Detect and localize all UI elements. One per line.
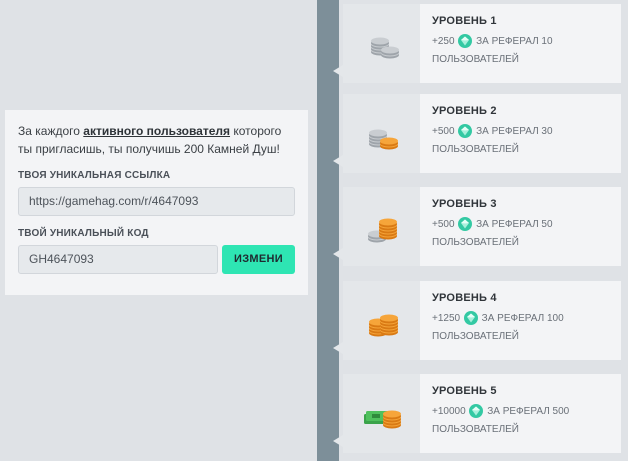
- level-reward: +500 ЗА РЕФЕРАЛ 50 ПОЛЬЗОВАТЕЛЕЙ: [432, 215, 621, 250]
- level-card: УРОВЕНЬ 2 +500 ЗА РЕФЕРАЛ 30 ПОЛЬЗОВАТЕЛ…: [333, 94, 621, 173]
- level-pointer: [333, 65, 343, 77]
- reward-referrals: ЗА РЕФЕРАЛ 30: [476, 126, 553, 137]
- level-title: УРОВЕНЬ 4: [432, 292, 497, 304]
- level-card: УРОВЕНЬ 4 +1250 ЗА РЕФЕРАЛ 100 ПОЛЬЗОВАТ…: [333, 281, 621, 360]
- intro-text: За каждого: [18, 124, 84, 138]
- reward-users: ПОЛЬЗОВАТЕЛЕЙ: [432, 424, 519, 435]
- referral-card: За каждого активного пользователя которо…: [5, 110, 308, 295]
- level-info: УРОВЕНЬ 1 +250 ЗА РЕФЕРАЛ 10 ПОЛЬЗОВАТЕЛ…: [420, 4, 621, 83]
- reward-referrals: ЗА РЕФЕРАЛ 500: [487, 406, 570, 417]
- reward-amount: +500: [432, 126, 455, 137]
- level-card: УРОВЕНЬ 5 +10000 ЗА РЕФЕРАЛ 500 ПОЛЬЗОВА…: [333, 374, 621, 453]
- cash-coins-icon: [343, 374, 420, 453]
- level-info: УРОВЕНЬ 4 +1250 ЗА РЕФЕРАЛ 100 ПОЛЬЗОВАТ…: [420, 281, 621, 360]
- level-reward: +500 ЗА РЕФЕРАЛ 30 ПОЛЬЗОВАТЕЛЕЙ: [432, 122, 621, 157]
- level-title: УРОВЕНЬ 3: [432, 198, 497, 210]
- gold-silver-coins-icon: [343, 187, 420, 266]
- level-pointer: [333, 248, 343, 260]
- reward-amount: +10000: [432, 406, 466, 417]
- change-code-button[interactable]: ИЗМЕНИ: [222, 245, 295, 274]
- reward-referrals: ЗА РЕФЕРАЛ 100: [481, 313, 564, 324]
- referral-intro: За каждого активного пользователя которо…: [18, 122, 295, 158]
- reward-users: ПОЛЬЗОВАТЕЛЕЙ: [432, 144, 519, 155]
- level-title: УРОВЕНЬ 5: [432, 385, 497, 397]
- level-title: УРОВЕНЬ 2: [432, 105, 497, 117]
- level-info: УРОВЕНЬ 2 +500 ЗА РЕФЕРАЛ 30 ПОЛЬЗОВАТЕЛ…: [420, 94, 621, 173]
- level-reward: +250 ЗА РЕФЕРАЛ 10 ПОЛЬЗОВАТЕЛЕЙ: [432, 32, 621, 67]
- soul-stone-icon: [463, 311, 479, 326]
- level-card: УРОВЕНЬ 3 +500 ЗА РЕФЕРАЛ 50 ПОЛЬЗОВАТЕЛ…: [333, 187, 621, 266]
- level-pointer: [333, 155, 343, 167]
- level-reward: +1250 ЗА РЕФЕРАЛ 100 ПОЛЬЗОВАТЕЛЕЙ: [432, 309, 621, 344]
- reward-amount: +500: [432, 219, 455, 230]
- level-pointer: [333, 342, 343, 354]
- reward-amount: +250: [432, 36, 455, 47]
- level-pointer: [333, 435, 343, 447]
- intro-text-end: которого ты пригласишь, ты получишь 200 …: [18, 124, 282, 156]
- reward-users: ПОЛЬЗОВАТЕЛЕЙ: [432, 54, 519, 65]
- level-card: УРОВЕНЬ 1 +250 ЗА РЕФЕРАЛ 10 ПОЛЬЗОВАТЕЛ…: [333, 4, 621, 83]
- soul-stone-icon: [457, 34, 473, 49]
- active-user-link[interactable]: активного пользователя: [83, 124, 231, 138]
- code-row: GH4647093 ИЗМЕНИ: [18, 245, 295, 274]
- reward-users: ПОЛЬЗОВАТЕЛЕЙ: [432, 331, 519, 342]
- link-label: ТВОЯ УНИКАЛЬНАЯ ССЫЛКА: [18, 170, 171, 181]
- gold-coins-icon: [343, 281, 420, 360]
- referral-link-field[interactable]: https://gamehag.com/r/4647093: [18, 187, 295, 216]
- reward-amount: +1250: [432, 313, 461, 324]
- level-info: УРОВЕНЬ 5 +10000 ЗА РЕФЕРАЛ 500 ПОЛЬЗОВА…: [420, 374, 621, 453]
- code-label: ТВОЙ УНИКАЛЬНЫЙ КОД: [18, 228, 149, 239]
- silver-coins-icon: [343, 4, 420, 83]
- soul-stone-icon: [457, 124, 473, 139]
- silver-gold-coins-icon: [343, 94, 420, 173]
- referral-code-field[interactable]: GH4647093: [18, 245, 218, 274]
- level-title: УРОВЕНЬ 1: [432, 15, 497, 27]
- level-reward: +10000 ЗА РЕФЕРАЛ 500 ПОЛЬЗОВАТЕЛЕЙ: [432, 402, 621, 437]
- soul-stone-icon: [457, 217, 473, 232]
- level-info: УРОВЕНЬ 3 +500 ЗА РЕФЕРАЛ 50 ПОЛЬЗОВАТЕЛ…: [420, 187, 621, 266]
- soul-stone-icon: [468, 404, 484, 419]
- reward-referrals: ЗА РЕФЕРАЛ 10: [476, 36, 553, 47]
- reward-users: ПОЛЬЗОВАТЕЛЕЙ: [432, 237, 519, 248]
- reward-referrals: ЗА РЕФЕРАЛ 50: [476, 219, 553, 230]
